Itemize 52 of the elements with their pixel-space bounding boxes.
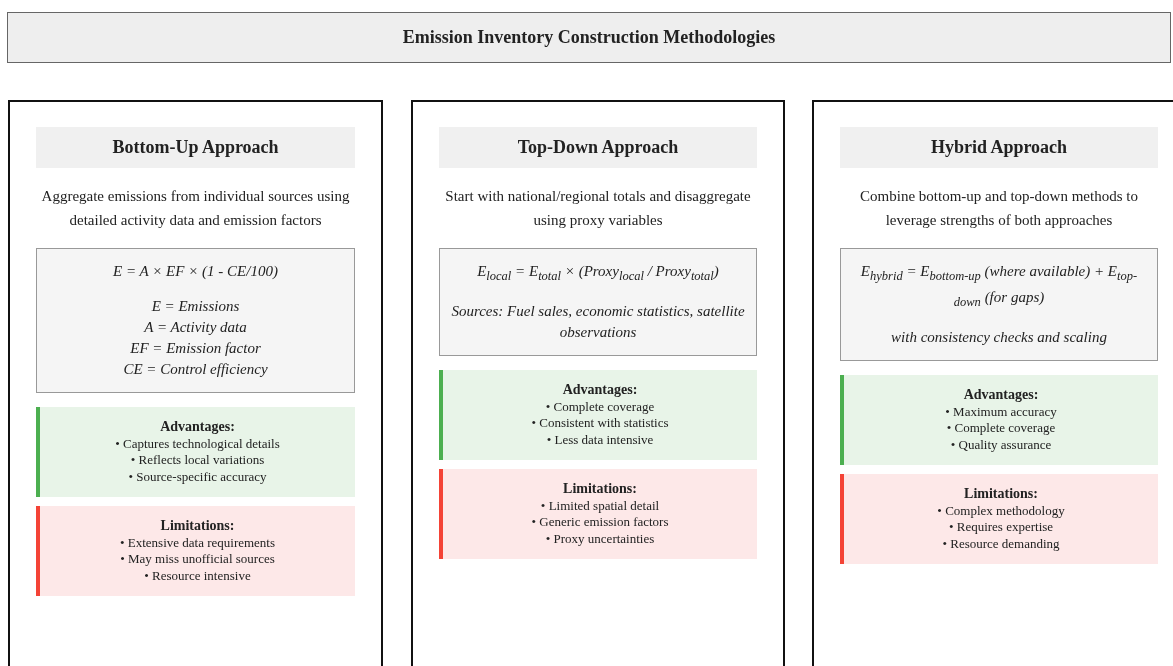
approach-panel bbox=[411, 100, 785, 666]
bullet-item: • Complex methodology bbox=[936, 502, 1066, 519]
bullet-item: • May miss unofficial sources bbox=[119, 551, 276, 568]
bullet-item: • Proxy uncertainties bbox=[544, 530, 656, 547]
definition-text: A = Activity data bbox=[142, 318, 248, 337]
bullet-item: • Source-specific accuracy bbox=[127, 468, 268, 485]
definition-text: Sources: Fuel sales, economic statistics, satellite observations bbox=[450, 302, 746, 342]
definition-text: EF = Emission factor bbox=[129, 339, 262, 358]
bullet-item: • Requires expertise bbox=[947, 519, 1055, 536]
box-heading: Limitations: bbox=[963, 486, 1039, 503]
bullet-item: • Generic emission factors bbox=[530, 514, 670, 531]
bullet-item: • Complete coverage bbox=[544, 398, 656, 415]
description-text: Aggregate emissions from individual sources using detailed activity data and emission factors bbox=[40, 187, 351, 230]
bullet-item: • Quality assurance bbox=[949, 436, 1053, 453]
limitations-box bbox=[840, 474, 1158, 564]
bullet-item: • Consistent with statistics bbox=[530, 415, 670, 432]
panel-heading: Bottom-Up Approach bbox=[36, 127, 355, 168]
description-text: Combine bottom-up and top-down methods to leverage strengths of both approaches bbox=[859, 187, 1139, 230]
definition-text: E = Emissions bbox=[150, 297, 241, 316]
bullet-item: • Resource demanding bbox=[941, 535, 1061, 552]
formula-text: E$_{hybrid}$ = E$_{bottom-up}$ (where available) + E$_{top-}$$_{down}$ (for gaps) bbox=[859, 262, 1139, 311]
formula-box bbox=[36, 248, 355, 393]
panel-heading: Top-Down Approach bbox=[439, 127, 757, 168]
advantages-box bbox=[439, 370, 757, 460]
bullet-item: • Extensive data requirements bbox=[118, 534, 277, 551]
limitations-box bbox=[36, 506, 355, 596]
approach-panel bbox=[812, 100, 1173, 666]
box-heading: Limitations: bbox=[562, 481, 638, 498]
bullet-item: • Reflects local variations bbox=[129, 452, 266, 469]
limitations-box bbox=[439, 469, 757, 559]
advantages-box bbox=[36, 407, 355, 497]
bullet-item: • Captures technological details bbox=[114, 435, 281, 452]
bullet-item: • Maximum accuracy bbox=[944, 403, 1058, 420]
formula-text: E = A × EF × (1 - CE/100) bbox=[112, 262, 279, 281]
formula-text: E$_{local}$ = E$_{total}$ × (Proxy$_{local}$ / Proxy$_{total}$) bbox=[476, 262, 720, 285]
bullet-item: • Less data intensive bbox=[545, 431, 655, 448]
box-heading: Limitations: bbox=[159, 518, 236, 535]
formula-box bbox=[439, 248, 757, 356]
approach-panel bbox=[8, 100, 383, 666]
description-text: Start with national/regional totals and disaggregate using proxy variables bbox=[444, 187, 752, 230]
advantages-box bbox=[840, 375, 1158, 465]
box-heading: Advantages: bbox=[159, 419, 236, 436]
box-heading: Advantages: bbox=[561, 382, 639, 399]
formula-box bbox=[840, 248, 1158, 361]
panel-heading: Hybrid Approach bbox=[840, 127, 1158, 168]
box-heading: Advantages: bbox=[962, 387, 1040, 404]
definition-text: with consistency checks and scaling bbox=[890, 328, 1108, 347]
bullet-item: • Complete coverage bbox=[945, 420, 1057, 437]
definition-text: CE = Control efficiency bbox=[122, 360, 269, 379]
bullet-item: • Resource intensive bbox=[143, 567, 252, 584]
page-title: Emission Inventory Construction Methodologies bbox=[7, 12, 1171, 63]
bullet-item: • Limited spatial detail bbox=[539, 497, 661, 514]
